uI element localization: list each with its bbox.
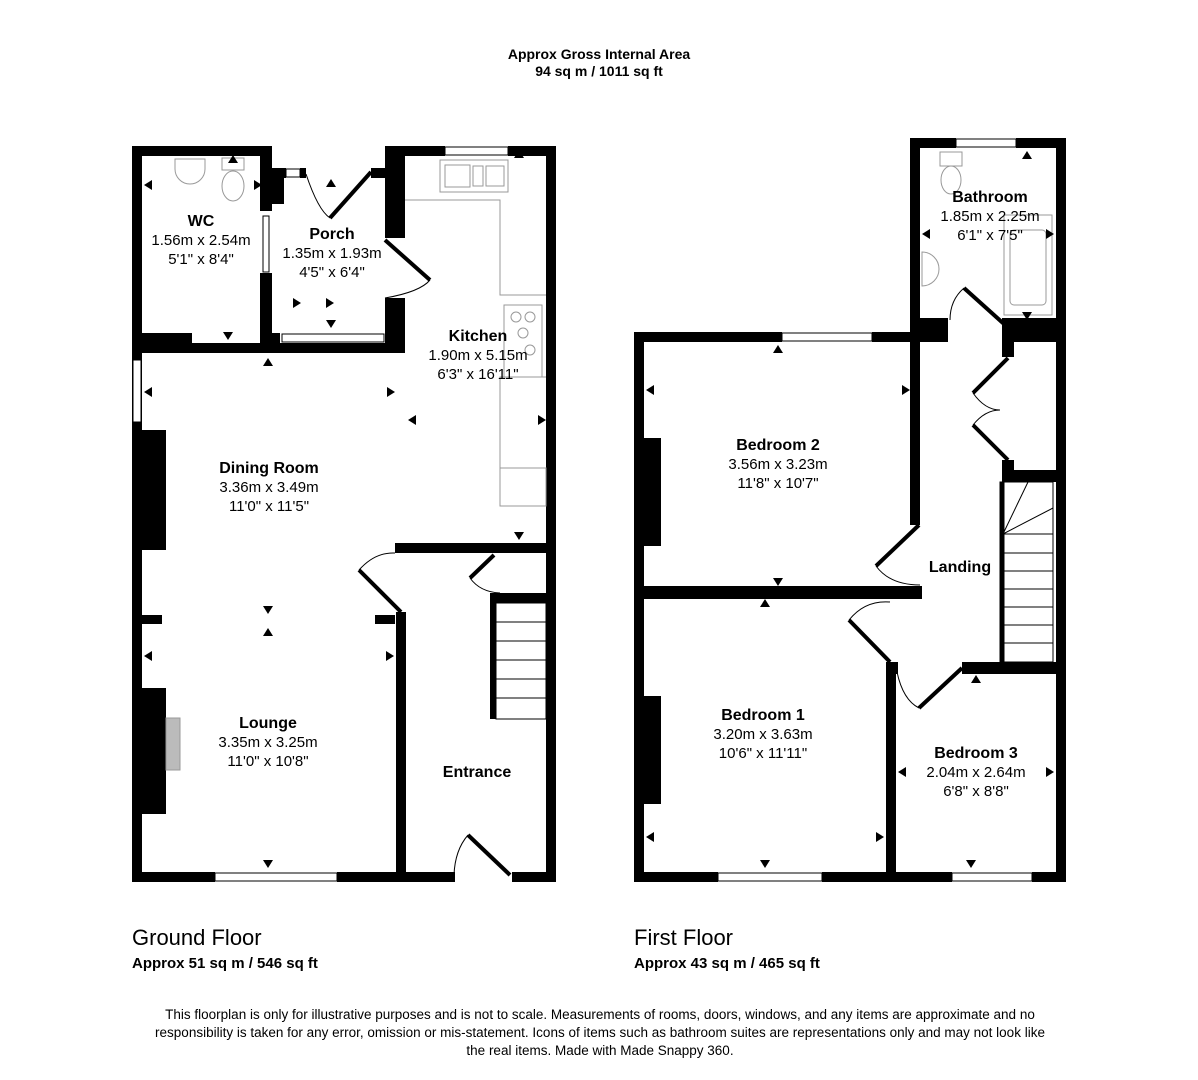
first-floor-caption: First Floor Approx 43 sq m / 465 sq ft xyxy=(634,925,820,973)
room-name: Bathroom xyxy=(952,189,1028,206)
room-metric: 3.20m x 3.63m xyxy=(713,726,813,743)
room-lounge: Lounge 3.35m x 3.25m 11'0" x 10'8" xyxy=(218,714,317,771)
ground-floor-caption: Ground Floor Approx 51 sq m / 546 sq ft xyxy=(132,925,318,973)
room-bedroom-3: Bedroom 3 2.04m x 2.64m 6'8" x 8'8" xyxy=(926,744,1025,801)
room-name: Bedroom 2 xyxy=(736,437,820,454)
room-imperial: 6'1" x 7'5" xyxy=(957,227,1023,244)
room-metric: 3.36m x 3.49m xyxy=(219,479,319,496)
room-metric: 1.56m x 2.54m xyxy=(151,232,251,249)
room-metric: 3.35m x 3.25m xyxy=(218,734,318,751)
room-entrance: Entrance xyxy=(443,763,511,782)
room-name: Porch xyxy=(309,226,355,243)
room-name: Dining Room xyxy=(219,460,319,477)
room-imperial: 6'8" x 8'8" xyxy=(943,783,1009,800)
room-name: WC xyxy=(187,213,215,230)
room-name: Entrance xyxy=(442,764,512,781)
floor-area: Approx 51 sq m / 546 sq ft xyxy=(132,955,318,972)
room-metric: 1.85m x 2.25m xyxy=(940,208,1040,225)
room-name: Bedroom 1 xyxy=(721,707,805,724)
gross-area-header: Approx Gross Internal Area 94 sq m / 101… xyxy=(0,46,1198,80)
room-imperial: 11'0" x 10'8" xyxy=(227,753,309,770)
room-bedroom-1: Bedroom 1 3.20m x 3.63m 10'6" x 11'11" xyxy=(713,706,812,763)
gross-area-value: 94 sq m / 1011 sq ft xyxy=(535,63,663,79)
first-floor-dimension-markers xyxy=(646,151,1054,868)
room-imperial: 6'3" x 16'11" xyxy=(437,366,519,383)
floor-title: Ground Floor xyxy=(132,925,262,950)
room-bathroom: Bathroom 1.85m x 2.25m 6'1" x 7'5" xyxy=(940,188,1039,245)
floor-title: First Floor xyxy=(634,925,733,950)
room-name: Landing xyxy=(928,559,992,576)
ground-floor-windows xyxy=(132,146,509,882)
floor-area: Approx 43 sq m / 465 sq ft xyxy=(634,955,820,972)
ground-floor-doors xyxy=(305,170,512,877)
room-imperial: 5'1" x 8'4" xyxy=(168,251,234,268)
kitchen-fixtures xyxy=(165,157,547,771)
room-name: Bedroom 3 xyxy=(934,745,1018,762)
room-dining-room: Dining Room 3.36m x 3.49m 11'0" x 11'5" xyxy=(219,459,319,516)
room-metric: 1.35m x 1.93m xyxy=(282,245,382,262)
disclaimer: This floorplan is only for illustrative … xyxy=(155,1007,1045,1058)
room-metric: 3.56m x 3.23m xyxy=(728,456,828,473)
ground-floor-walls xyxy=(132,146,556,882)
first-floor-doors xyxy=(847,286,1010,710)
room-name: Lounge xyxy=(239,715,297,732)
room-bedroom-2: Bedroom 2 3.56m x 3.23m 11'8" x 10'7" xyxy=(728,436,827,493)
room-name: Kitchen xyxy=(448,328,508,345)
room-imperial: 10'6" x 11'11" xyxy=(718,745,808,762)
ground-floor-stairs xyxy=(495,602,547,720)
room-porch: Porch 1.35m x 1.93m 4'5" x 6'4" xyxy=(282,225,381,282)
gross-area-title: Approx Gross Internal Area xyxy=(507,46,691,62)
room-imperial: 11'0" x 11'5" xyxy=(228,498,310,515)
room-metric: 1.90m x 5.15m xyxy=(428,347,528,364)
room-metric: 2.04m x 2.64m xyxy=(926,764,1026,781)
first-floor-stairs xyxy=(999,481,1054,663)
first-floor-windows xyxy=(717,138,1033,882)
room-kitchen: Kitchen 1.90m x 5.15m 6'3" x 16'11" xyxy=(428,327,527,384)
room-landing: Landing xyxy=(929,558,991,577)
room-imperial: 4'5" x 6'4" xyxy=(299,264,365,281)
first-floor-walls xyxy=(634,138,1066,882)
room-wc: WC 1.56m x 2.54m 5'1" x 8'4" xyxy=(151,212,250,269)
ground-floor-dimension-markers xyxy=(144,150,546,868)
room-imperial: 11'8" x 10'7" xyxy=(737,475,819,492)
